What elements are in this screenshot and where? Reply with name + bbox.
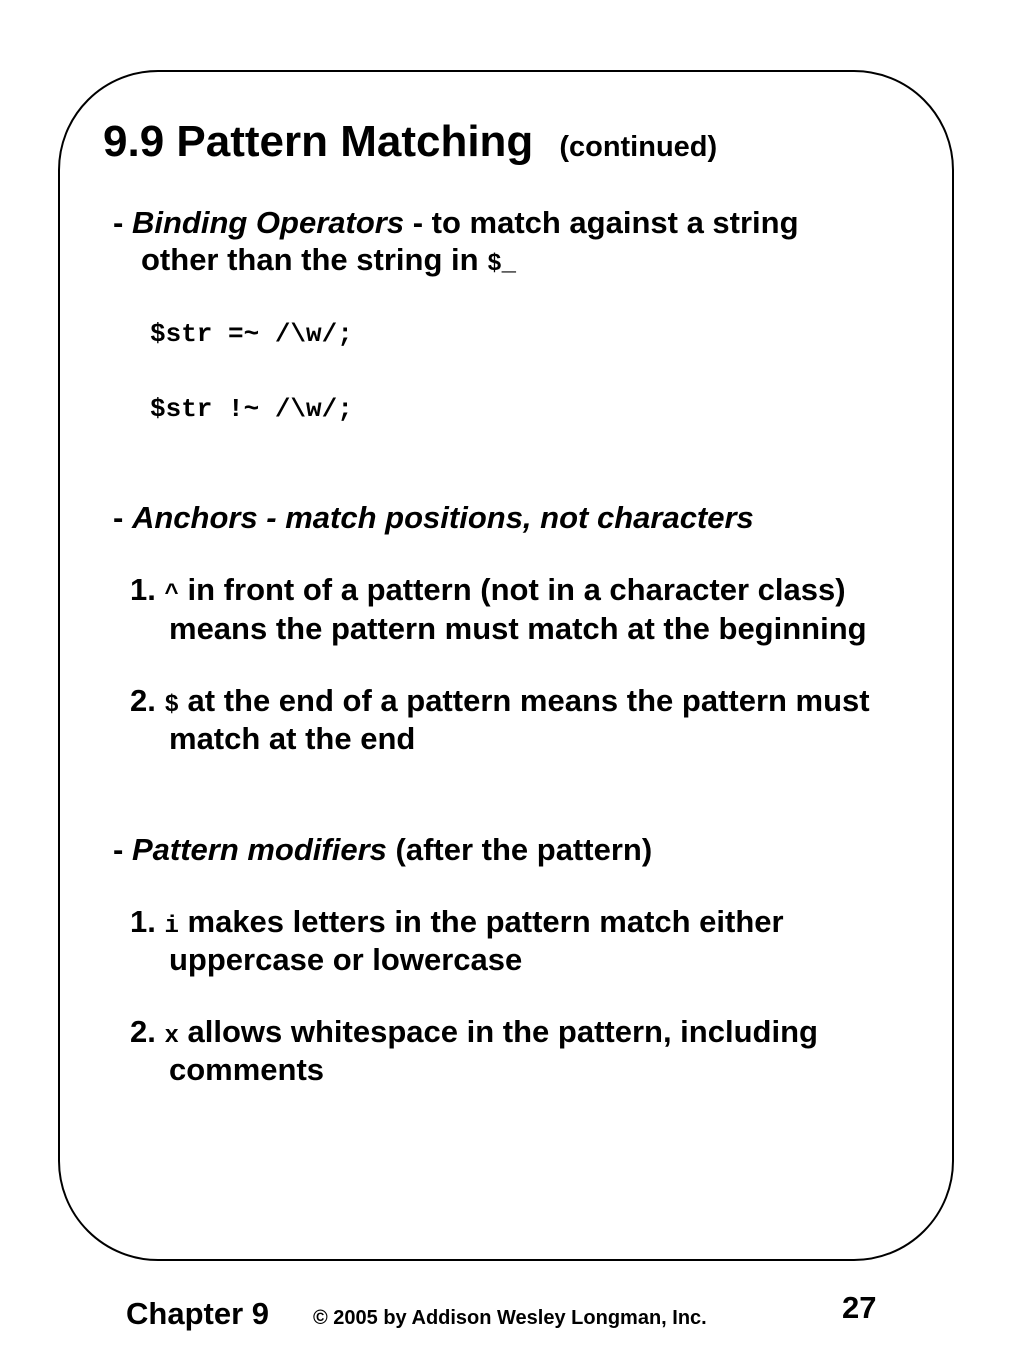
binding-line2: other than the string in $_ (141, 241, 516, 283)
binding-term: Binding Operators (131, 205, 405, 240)
modifiers-item-1-code: i (164, 913, 179, 940)
anchors-item-2-num: 2. (130, 683, 156, 718)
anchors-item-2-text: at the end of a pattern means the patter… (187, 683, 870, 718)
modifiers-item-2-text: allows whitespace in the pattern, includ… (187, 1014, 818, 1049)
modifiers-item-2-line2: comments (169, 1052, 325, 1087)
footer-chapter: Chapter 9 (126, 1296, 269, 1331)
modifiers-heading: - Pattern modifiers (after the pattern) (113, 831, 652, 868)
footer-copyright: © 2005 by Addison Wesley Longman, Inc. (313, 1307, 707, 1329)
anchors-item-1-num: 1. (130, 572, 156, 607)
modifiers-item-1-text: makes letters in the pattern match eithe… (187, 904, 784, 939)
modifiers-dash: - (113, 832, 124, 867)
binding-dash: - (113, 205, 124, 240)
modifiers-term: Pattern modifiers (131, 832, 387, 867)
modifiers-item-1-num: 1. (130, 904, 156, 939)
anchors-item-2: 2. $ at the end of a pattern means the p… (130, 682, 870, 724)
title-suffix: (continued) (559, 131, 718, 163)
anchors-item-2-line2: match at the end (169, 721, 416, 756)
footer-page-number: 27 (842, 1290, 877, 1325)
anchors-heading: - Anchors - match positions, not charact… (113, 499, 754, 536)
modifiers-item-1: 1. i makes letters in the pattern match … (130, 903, 784, 945)
modifiers-item-1-line2: uppercase or lowercase (169, 942, 523, 977)
modifiers-item-2-num: 2. (130, 1014, 156, 1049)
anchors-item-1-line2: means the pattern must match at the begi… (169, 611, 867, 646)
title-text: 9.9 Pattern Matching (103, 117, 534, 166)
anchors-term: Anchors - match positions, not character… (131, 500, 754, 535)
code-binding-nomatch: $str !~ /\w/; (150, 394, 353, 424)
code-binding-match: $str =~ /\w/; (150, 319, 353, 349)
binding-rest: - to match against a string (404, 205, 799, 240)
modifiers-item-2: 2. x allows whitespace in the pattern, i… (130, 1013, 818, 1055)
anchors-item-1-code: ^ (164, 581, 179, 608)
slide-frame (58, 70, 954, 1261)
binding-heading: - Binding Operators - to match against a… (113, 204, 799, 241)
anchors-item-1: 1. ^ in front of a pattern (not in a cha… (130, 571, 846, 613)
binding-line2-code: $_ (487, 251, 516, 278)
binding-line2-text: other than the string in (141, 242, 479, 277)
anchors-item-1-text: in front of a pattern (not in a characte… (187, 572, 846, 607)
slide-title: 9.9 Pattern Matching (continued) (103, 116, 717, 173)
modifiers-item-2-code: x (164, 1023, 179, 1050)
anchors-dash: - (113, 500, 124, 535)
anchors-item-2-code: $ (164, 692, 179, 719)
modifiers-rest: (after the pattern) (386, 832, 653, 867)
